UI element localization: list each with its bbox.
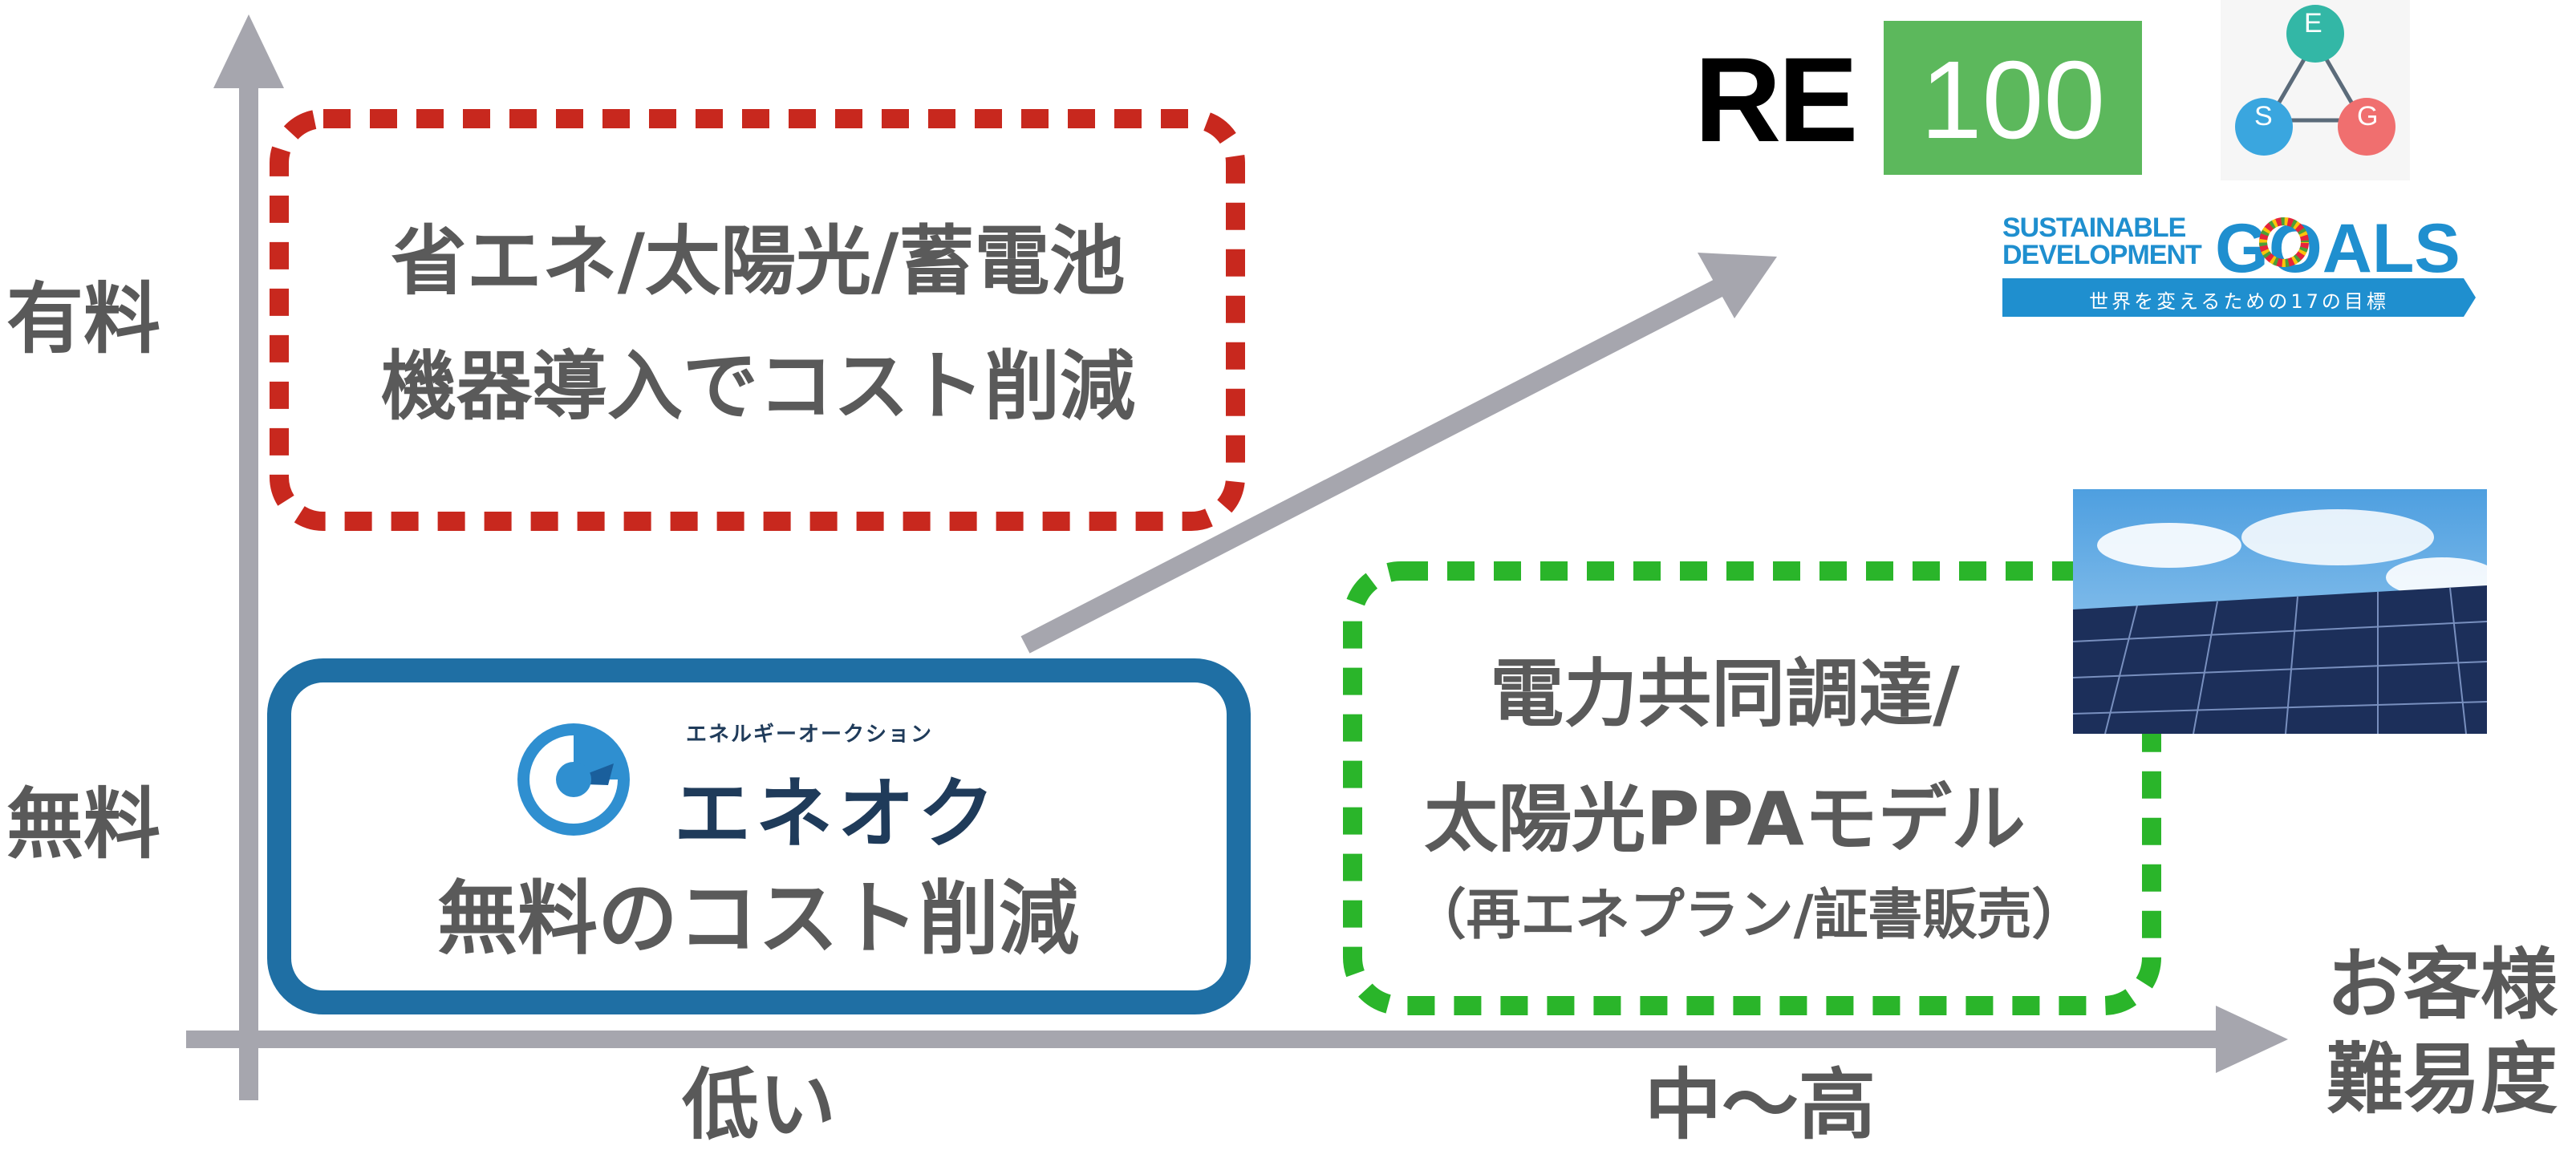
esg-s-circle <box>2235 98 2293 156</box>
paid-box-line1: 省エネ/太陽光/蓄電池 <box>391 218 1126 306</box>
free-box-border <box>267 658 1251 1014</box>
sdgs-line1: SUSTAINABLE <box>2002 213 2186 243</box>
x-label-high: 中〜高 <box>1645 1060 1876 1150</box>
esg-logo <box>2221 0 2410 180</box>
paid-box-border <box>270 109 1245 531</box>
esg-g-letter: G <box>2357 101 2379 132</box>
enaoku-logo: エネルギーオークション エネオク <box>513 718 995 859</box>
growth-arrowhead <box>1698 253 1777 318</box>
x-axis-arrowhead <box>2216 1006 2288 1073</box>
esg-e-circle <box>2286 5 2344 63</box>
mid-box-line2: 太陽光PPAモデル <box>1424 776 2026 862</box>
sdgs-banner <box>2002 278 2476 317</box>
x-label-low: 低い <box>682 1060 836 1150</box>
solar-panel-photo <box>2073 489 2487 734</box>
x-axis-title-line2: 難易度 <box>2327 1035 2558 1124</box>
esg-e-letter: E <box>2304 8 2322 38</box>
mid-box-line1: 電力共同調達/ <box>1490 651 1960 737</box>
enaoku-ruby: エネルギーオークション <box>686 723 934 747</box>
re100-right-text: 100 <box>1920 38 2106 162</box>
enaoku-logo-icon <box>517 723 630 836</box>
y-label-free: 無料 <box>6 779 160 869</box>
sdgs-wheel-icon <box>2259 217 2309 267</box>
y-label-paid: 有料 <box>6 274 160 364</box>
x-axis-title-line1: お客様 <box>2327 940 2558 1030</box>
mid-box-line3: （再エネプラン/証書販売） <box>1411 884 2087 947</box>
re100-green-box <box>1884 21 2142 175</box>
sdgs-logo: SUSTAINABLE DEVELOPMENT GOALS 世界を変えるための1… <box>2002 210 2476 321</box>
growth-arrow <box>1020 276 1730 654</box>
esg-g-circle <box>2338 98 2395 156</box>
sdgs-sub: 世界を変えるための17の目標 <box>2089 290 2389 313</box>
free-box-text: 無料のコスト削減 <box>437 872 1079 966</box>
paid-box-line2: 機器導入でコスト削減 <box>380 343 1135 431</box>
enaoku-name: エネオク <box>674 769 1000 859</box>
y-axis-arrowhead <box>213 14 284 88</box>
sdgs-line2: DEVELOPMENT <box>2002 240 2202 270</box>
sdgs-goals: GOALS <box>2215 210 2460 287</box>
mid-box-border <box>1343 561 2161 1015</box>
re100-logo: RE 100 <box>1694 14 2144 175</box>
re100-left-text: RE <box>1694 32 1858 167</box>
esg-s-letter: S <box>2254 101 2273 132</box>
